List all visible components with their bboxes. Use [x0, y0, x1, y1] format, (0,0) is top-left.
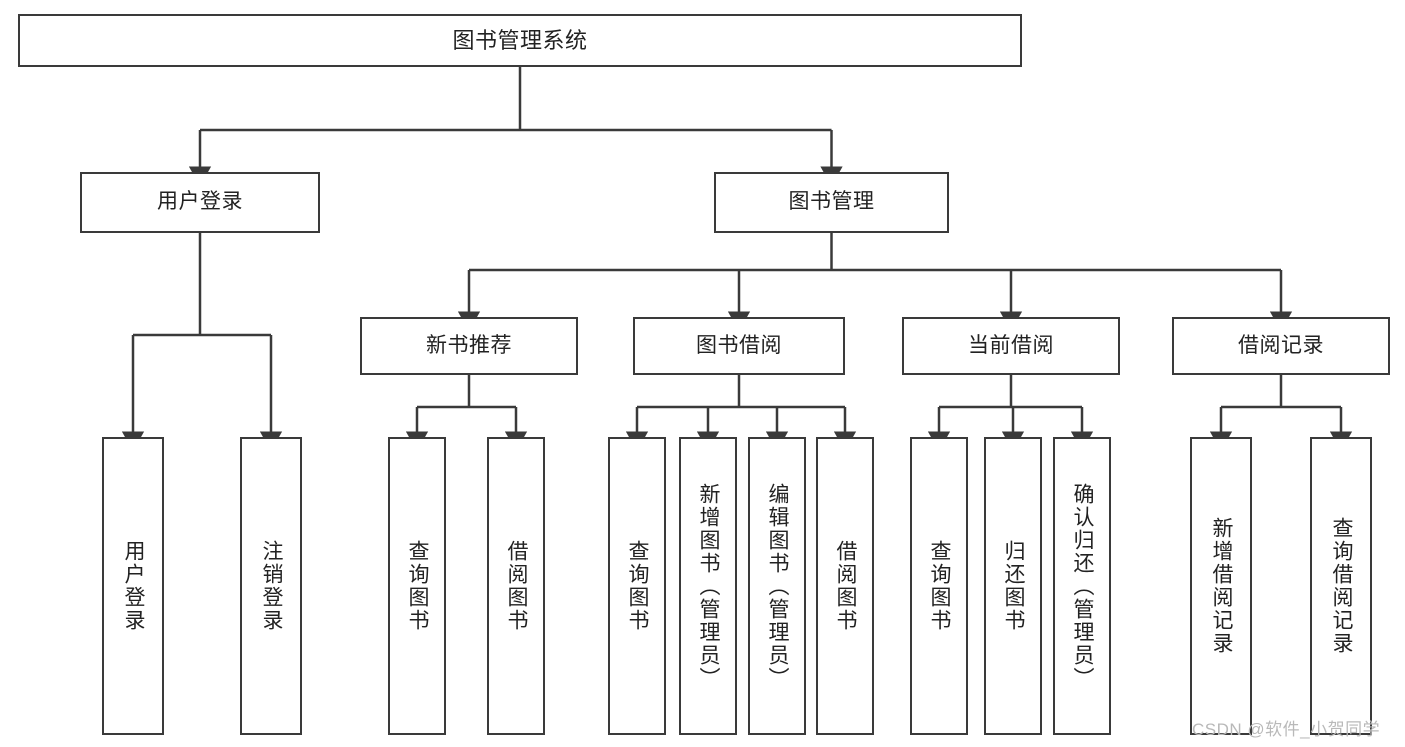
node-label: 图书管理系统	[452, 27, 588, 53]
node-label: 用户登录	[157, 190, 243, 214]
node-book-manage[interactable]: 图书管理	[714, 172, 949, 233]
node-leaf-borrow-book-2[interactable]: 借阅图书	[816, 437, 874, 735]
node-current-borrow[interactable]: 当前借阅	[902, 317, 1120, 375]
node-leaf-query-book-2[interactable]: 查询图书	[608, 437, 666, 735]
node-leaf-query-book-3[interactable]: 查询图书	[910, 437, 968, 735]
node-label: 借阅记录	[1238, 333, 1324, 357]
node-leaf-return-book[interactable]: 归还图书	[984, 437, 1042, 735]
node-label: 借阅图书	[834, 540, 858, 632]
node-book-borrow[interactable]: 图书借阅	[633, 317, 845, 375]
node-label: 查询图书	[626, 540, 650, 632]
node-label: 编辑图书（管理员）	[766, 482, 790, 690]
node-label: 注销登录	[260, 540, 284, 632]
node-label: 图书借阅	[696, 333, 782, 357]
node-borrow-record[interactable]: 借阅记录	[1172, 317, 1390, 375]
node-leaf-query-book-1[interactable]: 查询图书	[388, 437, 446, 735]
node-label: 查询图书	[928, 540, 952, 632]
node-label: 查询借阅记录	[1330, 517, 1354, 655]
node-label: 图书管理	[788, 190, 875, 214]
node-leaf-add-record[interactable]: 新增借阅记录	[1190, 437, 1252, 735]
node-label: 查询图书	[406, 540, 430, 632]
node-label: 归还图书	[1002, 540, 1026, 632]
node-leaf-query-record[interactable]: 查询借阅记录	[1310, 437, 1372, 735]
node-label: 当前借阅	[968, 333, 1054, 357]
csdn-watermark: CSDN @软件_小贺同学	[1192, 720, 1381, 739]
node-root[interactable]: 图书管理系统	[18, 14, 1022, 67]
node-leaf-user-login[interactable]: 用户登录	[102, 437, 164, 735]
node-label: 确认归还（管理员）	[1071, 482, 1095, 690]
node-user-login[interactable]: 用户登录	[80, 172, 320, 233]
node-leaf-user-logout[interactable]: 注销登录	[240, 437, 302, 735]
node-label: 新书推荐	[426, 333, 512, 357]
node-leaf-edit-book[interactable]: 编辑图书（管理员）	[748, 437, 806, 735]
node-leaf-confirm-return[interactable]: 确认归还（管理员）	[1053, 437, 1111, 735]
node-leaf-add-book[interactable]: 新增图书（管理员）	[679, 437, 737, 735]
node-leaf-borrow-book-1[interactable]: 借阅图书	[487, 437, 545, 735]
node-label: 新增图书（管理员）	[697, 482, 721, 690]
node-label: 借阅图书	[505, 540, 529, 632]
node-new-book-rec[interactable]: 新书推荐	[360, 317, 578, 375]
node-label: 用户登录	[122, 540, 146, 632]
node-label: 新增借阅记录	[1210, 517, 1234, 655]
